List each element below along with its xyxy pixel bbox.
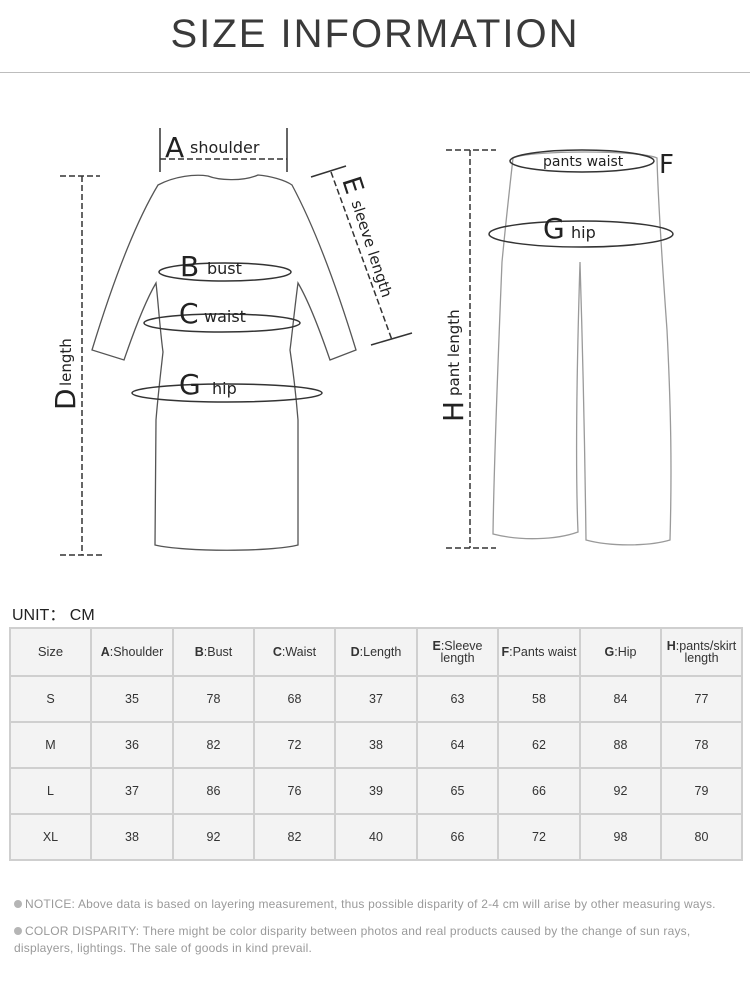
label-c-letter: C xyxy=(179,297,199,330)
cell-pants-skirt-length: 78 xyxy=(660,721,743,769)
notice-item: COLOR DISPARITY: There might be color di… xyxy=(14,923,726,957)
cell-hip: 88 xyxy=(579,721,662,769)
notices: NOTICE: Above data is based on layering … xyxy=(14,896,726,967)
cell-waist: 68 xyxy=(253,675,336,723)
cell-length: 39 xyxy=(334,767,418,815)
cell-pants-skirt-length: 77 xyxy=(660,675,743,723)
label-pants-g-letter: G xyxy=(543,212,565,245)
notice-item: NOTICE: Above data is based on layering … xyxy=(14,896,726,913)
label-g-text: hip xyxy=(212,379,237,398)
measurement-diagram: A shoulder B bust C waist G hip D length… xyxy=(49,128,674,556)
notice-label: COLOR DISPARITY: xyxy=(25,924,140,938)
cell-shoulder: 36 xyxy=(90,721,174,769)
notice-label: NOTICE: xyxy=(25,897,76,911)
label-f-text: pants waist xyxy=(543,154,624,170)
cell-size: S xyxy=(9,675,92,723)
label-b-letter: B xyxy=(180,250,199,283)
label-d-letter: D xyxy=(49,388,82,410)
header-bust: B:Bust xyxy=(172,627,255,677)
page-title: SIZE INFORMATION xyxy=(170,12,580,56)
pants-outline xyxy=(492,151,672,546)
notice-text: Above data is based on layering measurem… xyxy=(77,897,716,911)
header-hip: G:Hip xyxy=(579,627,662,677)
cell-bust: 92 xyxy=(172,813,255,861)
cell-sleeve-length: 64 xyxy=(416,721,499,769)
cell-size: L xyxy=(9,767,92,815)
cell-shoulder: 35 xyxy=(90,675,174,723)
cell-pants-waist: 66 xyxy=(497,767,581,815)
cell-hip: 98 xyxy=(579,813,662,861)
label-f-letter: F xyxy=(659,150,674,180)
table-row: XL 38 92 82 40 66 72 98 80 xyxy=(9,813,743,861)
label-a-letter: A xyxy=(165,131,184,164)
cell-pants-skirt-length: 79 xyxy=(660,767,743,815)
notice-text: There might be color disparity between p… xyxy=(14,924,691,955)
cell-bust: 78 xyxy=(172,675,255,723)
label-pants-g-text: hip xyxy=(571,223,596,242)
cell-length: 37 xyxy=(334,675,418,723)
label-c-text: waist xyxy=(204,307,246,326)
label-g-letter: G xyxy=(179,368,201,401)
cell-sleeve-length: 63 xyxy=(416,675,499,723)
unit-label: UNIT： CM xyxy=(12,607,95,624)
header-waist: C:Waist xyxy=(253,627,336,677)
cell-size: XL xyxy=(9,813,92,861)
header-shoulder: A:Shoulder xyxy=(90,627,174,677)
table-row: M 36 82 72 38 64 62 88 78 xyxy=(9,721,743,769)
label-d-text: length xyxy=(57,338,75,386)
header-length: D:Length xyxy=(334,627,418,677)
header-size: Size xyxy=(9,627,92,677)
cell-bust: 82 xyxy=(172,721,255,769)
cell-waist: 76 xyxy=(253,767,336,815)
cell-pants-waist: 72 xyxy=(497,813,581,861)
cell-waist: 82 xyxy=(253,813,336,861)
header-pants-skirt-length: H:pants/skirt length xyxy=(660,627,743,677)
pants-waist-ellipse xyxy=(509,149,655,173)
cell-size: M xyxy=(9,721,92,769)
size-table: Size A:Shoulder B:Bust C:Waist D:Length … xyxy=(9,627,743,861)
label-h-text: pant length xyxy=(445,309,463,396)
cell-pants-waist: 58 xyxy=(497,675,581,723)
waist-ellipse xyxy=(143,313,301,333)
cell-pants-skirt-length: 80 xyxy=(660,813,743,861)
cell-shoulder: 37 xyxy=(90,767,174,815)
bullet-dot-icon xyxy=(14,900,22,908)
cell-shoulder: 38 xyxy=(90,813,174,861)
hip-ellipse xyxy=(131,383,323,403)
cell-pants-waist: 62 xyxy=(497,721,581,769)
header-sleeve-length: E:Sleeve length xyxy=(416,627,499,677)
table-row: L 37 86 76 39 65 66 92 79 xyxy=(9,767,743,815)
dress-outline xyxy=(91,174,357,551)
cell-hip: 92 xyxy=(579,767,662,815)
label-h-letter: H xyxy=(437,401,470,422)
cell-sleeve-length: 66 xyxy=(416,813,499,861)
bust-ellipse xyxy=(158,262,292,282)
bullet-dot-icon xyxy=(14,927,22,935)
pants-hip-ellipse xyxy=(488,220,674,248)
label-a-text: shoulder xyxy=(190,138,260,157)
table-header-row: Size A:Shoulder B:Bust C:Waist D:Length … xyxy=(9,627,743,677)
label-e-letter: E xyxy=(335,173,369,198)
cell-bust: 86 xyxy=(172,767,255,815)
cell-waist: 72 xyxy=(253,721,336,769)
cell-sleeve-length: 65 xyxy=(416,767,499,815)
cell-length: 40 xyxy=(334,813,418,861)
cell-length: 38 xyxy=(334,721,418,769)
label-b-text: bust xyxy=(207,259,242,278)
cell-hip: 84 xyxy=(579,675,662,723)
title-divider xyxy=(0,72,750,73)
table-row: S 35 78 68 37 63 58 84 77 xyxy=(9,675,743,723)
header-pants-waist: F:Pants waist xyxy=(497,627,581,677)
